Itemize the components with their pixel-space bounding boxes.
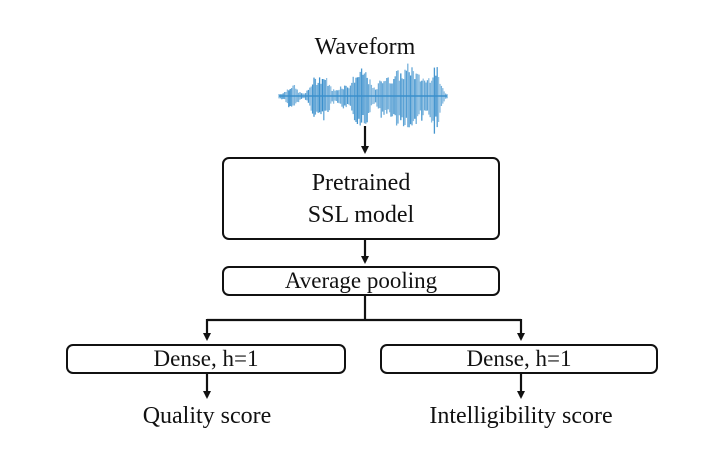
ssl-model-box: Pretrained SSL model xyxy=(222,157,500,240)
waveform-icon xyxy=(278,63,448,134)
dense-right-box: Dense, h=1 xyxy=(380,344,658,374)
ssl-model-label-line2: SSL model xyxy=(307,201,415,228)
average-pooling-label: Average pooling xyxy=(284,268,438,293)
ssl-model-label-line1: Pretrained xyxy=(311,169,411,196)
average-pooling-box: Average pooling xyxy=(222,266,500,296)
dense-right-label: Dense, h=1 xyxy=(466,346,572,371)
dense-left-box: Dense, h=1 xyxy=(66,344,346,374)
intelligibility-score-label: Intelligibility score xyxy=(429,403,613,429)
waveform-label: Waveform xyxy=(314,34,416,60)
quality-score-label: Quality score xyxy=(142,403,272,429)
dense-left-label: Dense, h=1 xyxy=(153,346,259,371)
